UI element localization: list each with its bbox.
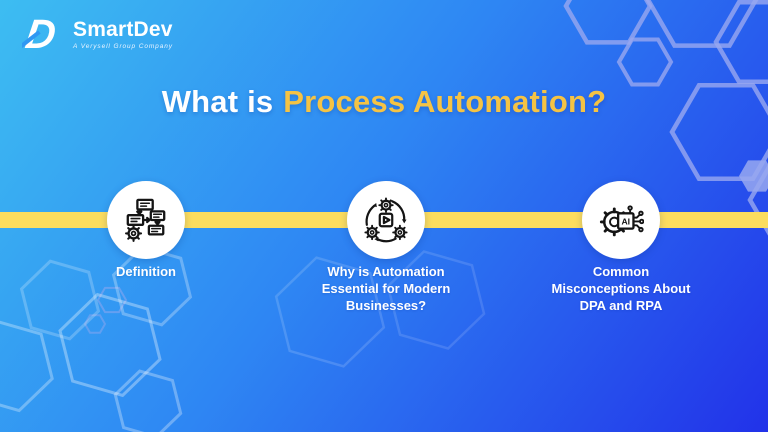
milestone-why-automation: Why is Automation Essential for Modern B… xyxy=(291,181,481,315)
brand-tagline: A Verysell Group Company xyxy=(73,42,173,50)
brand-logo: D SmartDev A Verysell Group Company xyxy=(22,13,173,55)
brand-name: SmartDev xyxy=(73,17,173,41)
label-line: Essential for Modern xyxy=(321,280,451,296)
svg-text:AI: AI xyxy=(621,217,630,227)
ai-chip-gear-icon: AI xyxy=(599,205,644,237)
milestone-circle xyxy=(107,181,185,259)
milestone-misconceptions: AI Common Misconceptions About DPA and R… xyxy=(526,181,716,315)
label-line: Misconceptions About xyxy=(551,280,691,296)
milestone-label: Common Misconceptions About DPA and RPA xyxy=(526,264,716,315)
label-line: Definition xyxy=(116,264,176,279)
label-line: Common xyxy=(592,264,650,279)
label-line: Why is Automation xyxy=(327,264,445,279)
label-line: Businesses? xyxy=(345,297,427,313)
page-title: What is Process Automation? xyxy=(0,84,768,120)
workflow-diagram-icon xyxy=(125,198,166,242)
label-line: DPA and RPA xyxy=(579,297,663,313)
logo-text: SmartDev A Verysell Group Company xyxy=(73,17,173,50)
milestone-circle xyxy=(347,181,425,259)
milestone-label: Definition xyxy=(51,264,241,281)
milestone-circle: AI xyxy=(582,181,660,259)
title-prefix: What is xyxy=(161,84,274,119)
smartdev-logo-icon: D xyxy=(22,13,66,55)
milestone-label: Why is Automation Essential for Modern B… xyxy=(291,264,481,315)
milestone-definition: Definition xyxy=(51,181,241,281)
automation-gears-play-icon xyxy=(364,197,408,243)
title-highlight: Process Automation? xyxy=(283,84,607,119)
logo-letter: D xyxy=(22,13,59,55)
